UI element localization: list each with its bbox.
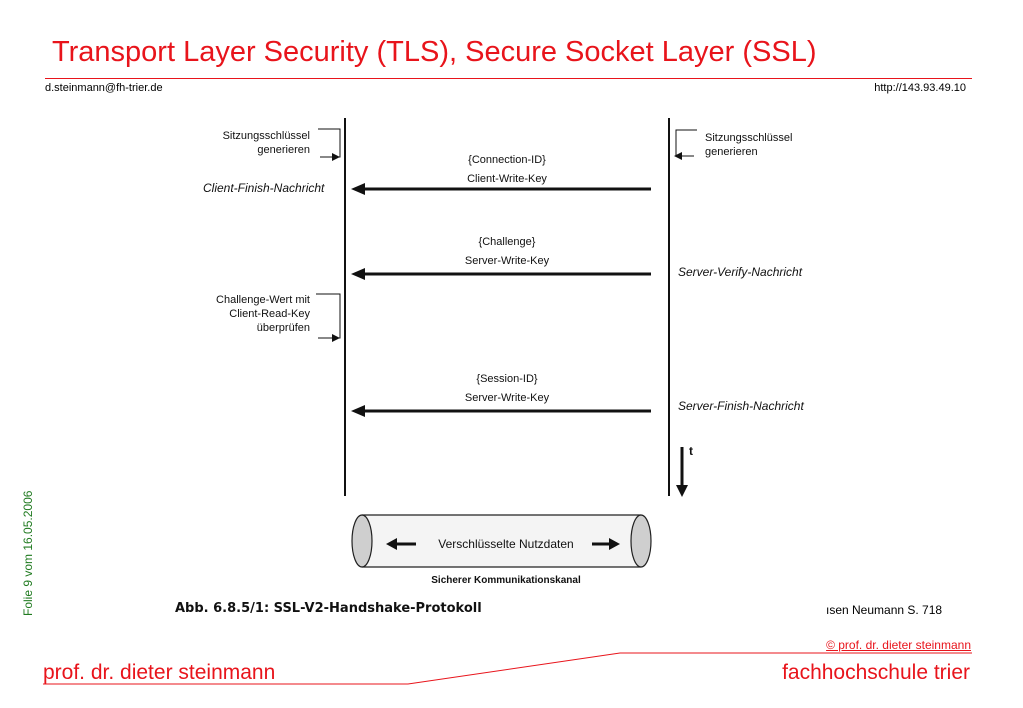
server-url: http://143.93.49.10 (874, 82, 966, 94)
time-arrow (676, 447, 688, 497)
left-note-2-line3: überprüfen (257, 322, 310, 334)
msg2-line1: {Challenge} (479, 236, 536, 248)
msg3-line2: Server-Write-Key (465, 392, 550, 404)
left-note-1-bracket (318, 128, 341, 161)
server-verify-label: Server-Verify-Nachricht (678, 265, 803, 279)
figure-caption: Abb. 6.8.5/1: SSL-V2-Handshake-Protokoll (175, 601, 482, 616)
left-note-1-line1: Sitzungsschlüssel (223, 130, 310, 142)
msg2-arrow (351, 268, 651, 280)
left-note-2-line2: Client-Read-Key (229, 308, 310, 320)
right-note-1-line1: Sitzungsschlüssel (705, 132, 792, 144)
secure-channel-cylinder (351, 514, 652, 568)
msg3-line1: {Session-ID} (476, 373, 537, 385)
msg1-arrow (351, 183, 651, 195)
client-finish-label: Client-Finish-Nachricht (203, 181, 325, 195)
server-finish-label: Server-Finish-Nachricht (678, 399, 804, 413)
msg3-arrow (351, 405, 651, 417)
msg1-line1: {Connection-ID} (468, 154, 546, 166)
copyright-link[interactable]: © prof. dr. dieter steinmann (826, 638, 971, 652)
author-email: d.steinmann@fh-trier.de (45, 82, 163, 94)
footer-institution: fachhochschule trier (782, 661, 970, 684)
msg1-line2: Client-Write-Key (467, 173, 547, 185)
time-label: t (689, 444, 693, 458)
msg2-line2: Server-Write-Key (465, 255, 550, 267)
left-note-1-line2: generieren (257, 144, 310, 156)
source-reference: ısen Neumann S. 718 (826, 603, 943, 617)
right-note-1-line2: generieren (705, 146, 758, 158)
header-rule (45, 78, 972, 79)
channel-label: Sicherer Kommunikationskanal (431, 575, 581, 586)
footer-author: prof. dr. dieter steinmann (43, 661, 276, 684)
channel-right-arrow (592, 538, 620, 550)
channel-left-arrow (386, 538, 416, 550)
left-note-2-line1: Challenge-Wert mit (216, 294, 310, 306)
right-note-1-bracket (674, 129, 697, 160)
left-note-2-bracket (316, 293, 341, 342)
channel-text: Verschlüsselte Nutzdaten (438, 537, 573, 551)
page-title: Transport Layer Security (TLS), Secure S… (52, 36, 817, 68)
